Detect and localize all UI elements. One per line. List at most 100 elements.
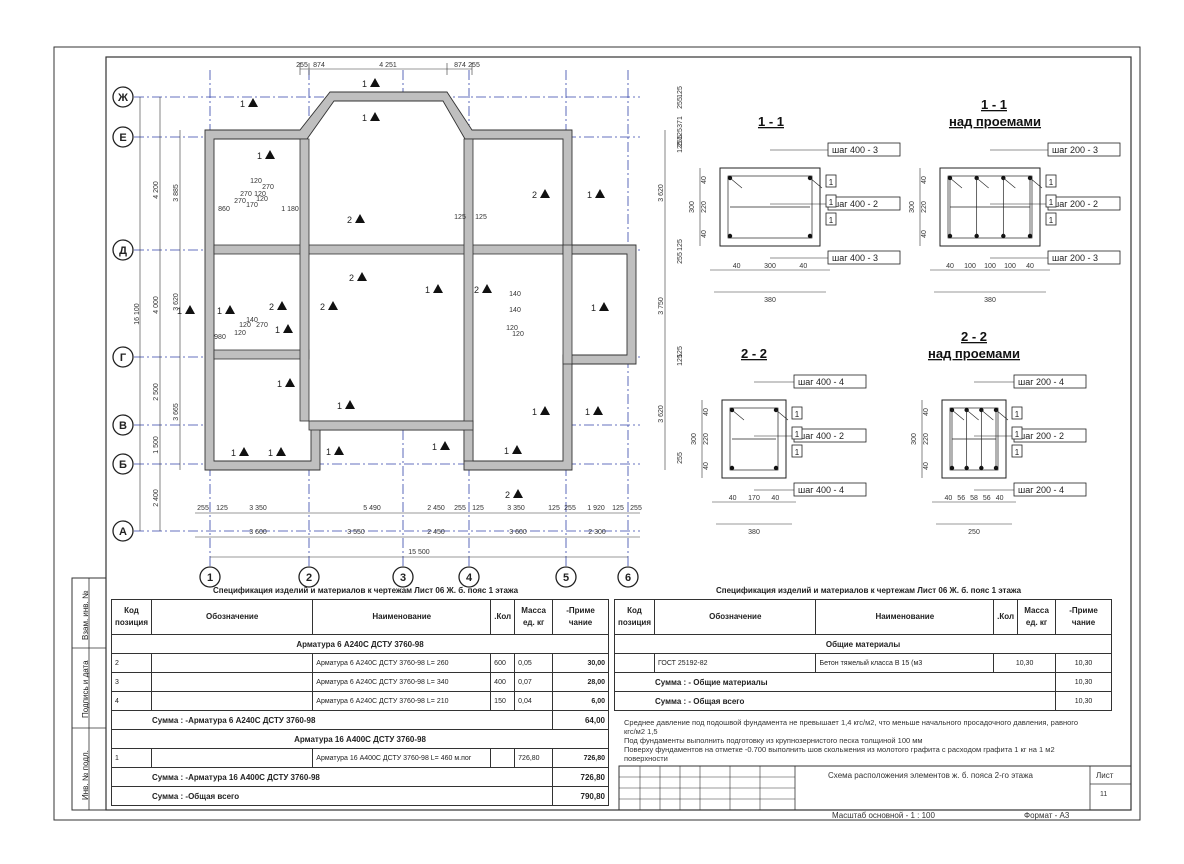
- bottom-dimension: 125: [216, 505, 228, 512]
- note-line: поверхности: [624, 754, 668, 763]
- rebar-label: шаг 200 - 4: [1018, 377, 1064, 387]
- rebar-label-box: [1013, 482, 1087, 497]
- cell-code: [151, 672, 314, 692]
- section-marker-label: 1: [504, 446, 509, 456]
- group-title: Арматура 6 А240С ДСТУ 3760-98: [111, 634, 609, 654]
- left-inner-dimension: 3 665: [173, 403, 180, 421]
- local-dimension: 120: [239, 322, 251, 329]
- spec-left-table: Код позиция Обозначение Наименование .Ко…: [110, 599, 609, 806]
- hdr-note: -Приме чание: [1055, 599, 1112, 635]
- rebar-label-box: [1047, 142, 1121, 157]
- local-dimension: 170: [246, 202, 258, 209]
- sidebar-inv-no: Инв. № подл.: [81, 750, 90, 800]
- section-bottom-dimension: 40: [946, 263, 954, 270]
- axis-bubble-1: [199, 566, 221, 588]
- section-bottom-dimension: 56: [983, 495, 991, 502]
- rebar-label: шаг 400 - 3: [832, 253, 878, 263]
- rebar-hook: [775, 409, 789, 421]
- local-dimension: 125: [475, 214, 487, 221]
- axis-label-1: 1: [207, 572, 213, 584]
- local-dimension: 120: [506, 325, 518, 332]
- section-marker-arrow: [239, 447, 249, 456]
- cell-qty: 400: [490, 672, 516, 692]
- rebar-hook: [1029, 177, 1043, 189]
- group-row: Арматура 6 А240С ДСТУ 3760-98: [111, 634, 609, 654]
- bottom-dimension: 3 600: [509, 529, 527, 536]
- table-row: 3 Арматура 6 А240С ДСТУ 3760-98 L= 340 4…: [110, 672, 609, 692]
- axis-label-Е: Е: [119, 132, 126, 144]
- spec-left-title: Спецификация изделий и материалов к черт…: [213, 586, 519, 595]
- section-marker-label: 1: [337, 401, 342, 411]
- axis-label-6: 6: [625, 572, 631, 584]
- local-dimension: 140: [509, 307, 521, 314]
- section-bottom-dimension: 100: [1004, 263, 1016, 270]
- rebar-label-box: [793, 374, 867, 389]
- total-value: 790,80: [552, 786, 609, 806]
- position-mark: 1: [1015, 430, 1020, 439]
- left-inner-dimension: 3 885: [173, 184, 180, 202]
- bottom-dimension: 2 450: [427, 529, 445, 536]
- group-row: Общие материалы: [614, 634, 1112, 654]
- bottom-dimension: 255: [454, 505, 466, 512]
- section-title: 2 - 2: [741, 346, 767, 361]
- section-marker-label: 1: [362, 113, 367, 123]
- stamp-format: Формат - А3: [1024, 811, 1070, 820]
- cell-note: 726,80: [552, 748, 609, 768]
- cell-note: 10,30: [1055, 653, 1112, 673]
- section-bottom-dimension: 40: [1026, 263, 1034, 270]
- right-small-dimension: 371: [677, 116, 684, 128]
- section-marker-arrow: [277, 301, 287, 310]
- section-bottom-dimension: 58: [970, 495, 978, 502]
- section-marker-label: 1: [591, 303, 596, 313]
- cell-qty: 600: [490, 653, 516, 673]
- rebar-label: шаг 400 - 4: [798, 377, 844, 387]
- section-left-dimension: 40: [921, 230, 928, 238]
- axis-label-5: 5: [563, 572, 569, 584]
- section-marker-arrow: [185, 305, 195, 314]
- right-dimension: 3 620: [658, 405, 665, 423]
- group-row: Арматура 16 А400С ДСТУ 3760-98: [111, 729, 609, 749]
- spec-right-header-row: Код позиция Обозначение Наименование .Ко…: [613, 599, 1112, 635]
- rebar-hook: [731, 409, 745, 421]
- section-marker-arrow: [512, 445, 522, 454]
- section-marker-label: 1: [425, 285, 430, 295]
- cell-code: [151, 691, 314, 711]
- rebar-label: шаг 400 - 2: [832, 199, 878, 209]
- position-mark: 1: [829, 178, 834, 187]
- rebar-label-box: [827, 142, 901, 157]
- left-dimension: 4 200: [153, 181, 160, 199]
- rebar-dot: [807, 233, 813, 239]
- section-width-dimension: 250: [968, 529, 980, 536]
- axis-bubble-Е: [112, 126, 134, 148]
- note-line: Под фундаменты выполнить подготовку из к…: [624, 736, 923, 745]
- rebar-hook: [966, 409, 979, 421]
- section-left-dimension: 40: [701, 176, 708, 184]
- rebar-label: шаг 400 - 4: [798, 485, 844, 495]
- section-marker-arrow: [285, 378, 295, 387]
- local-dimension: 120: [254, 191, 266, 198]
- right-small-dimension: 125: [677, 346, 684, 358]
- position-mark: 1: [795, 448, 800, 457]
- total-value: 10,30: [1055, 691, 1112, 711]
- position-mark: 1: [795, 430, 800, 439]
- position-mark-box: [1011, 444, 1023, 458]
- rebar-dot: [773, 465, 779, 471]
- position-mark-box: [791, 444, 803, 458]
- axis-label-А: А: [119, 526, 127, 538]
- section-marker-arrow: [370, 112, 380, 121]
- position-mark: 1: [1049, 216, 1054, 225]
- rebar-label-box: [1013, 374, 1087, 389]
- position-mark-box: [1011, 426, 1023, 440]
- note-line: Поверху фундаментов на отметке -0.700 вы…: [624, 745, 1055, 754]
- total-label: Сумма : -Общая всего: [110, 786, 554, 806]
- right-dimension: 3 620: [658, 184, 665, 202]
- rebar-label-box: [827, 250, 901, 265]
- sum-value: 726,80: [552, 767, 609, 787]
- section-marker-label: 2: [320, 302, 325, 312]
- sum-row: Сумма : - Общие материалы 10,30: [613, 672, 1112, 692]
- section-bottom-dimension: 40: [945, 495, 953, 502]
- sum-row: Сумма : -Арматура 16 А400С ДСТУ 3760-98 …: [110, 767, 609, 787]
